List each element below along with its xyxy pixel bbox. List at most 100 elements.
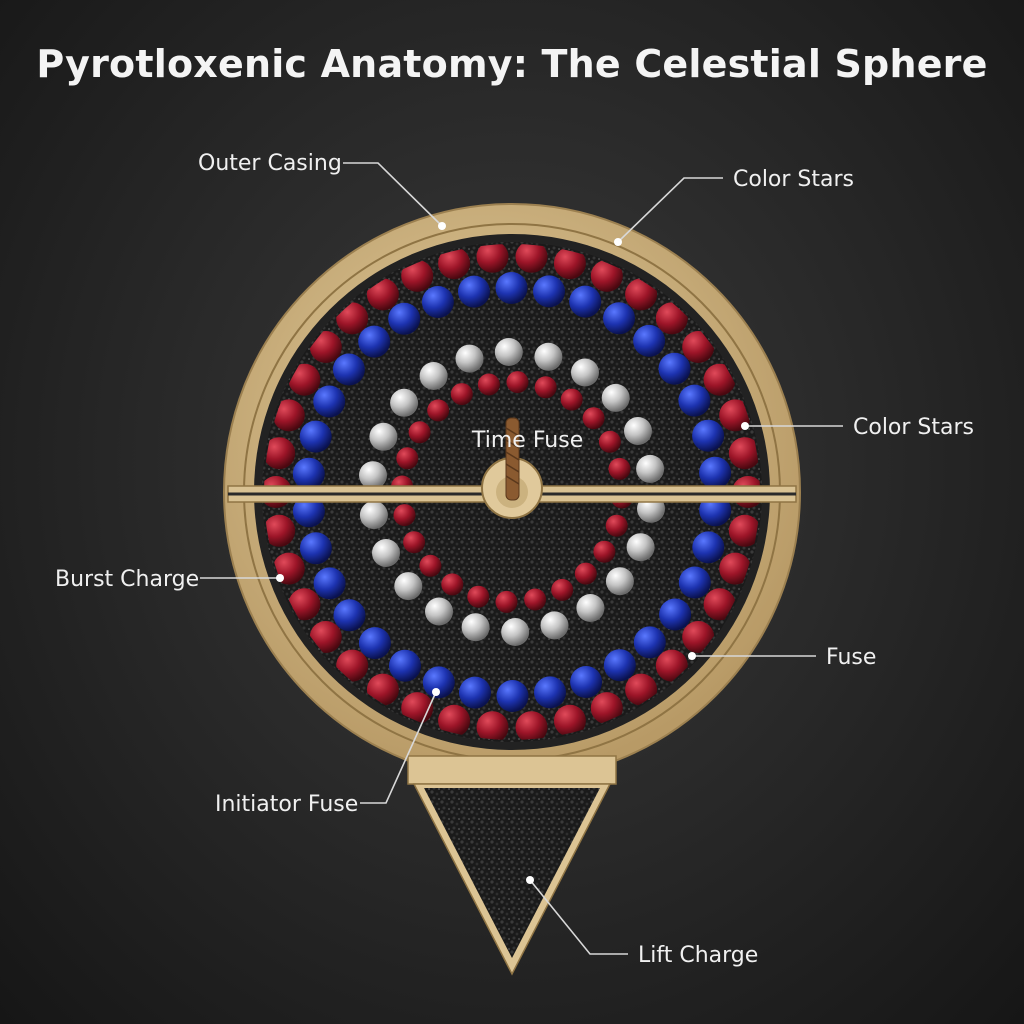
red-color-star bbox=[703, 588, 736, 621]
blue-color-star bbox=[569, 285, 602, 318]
red-color-star bbox=[703, 363, 736, 396]
blue-color-star bbox=[496, 680, 529, 712]
red-color-star bbox=[309, 621, 342, 653]
red-color-star bbox=[625, 673, 658, 706]
red-color-star bbox=[728, 437, 760, 470]
inner-red-star bbox=[477, 373, 500, 396]
inner-red-star bbox=[534, 376, 557, 399]
label-outer-casing: Outer Casing bbox=[198, 151, 342, 176]
silver-star bbox=[601, 383, 630, 412]
leader-lines bbox=[200, 162, 843, 955]
lift-charge-powder bbox=[424, 788, 600, 958]
red-color-star bbox=[288, 363, 321, 396]
inner-red-star bbox=[408, 421, 431, 444]
blue-color-star bbox=[459, 676, 491, 709]
red-color-star bbox=[682, 331, 715, 363]
blue-color-star bbox=[299, 532, 332, 565]
blue-color-star bbox=[570, 666, 603, 698]
blue-color-star bbox=[313, 567, 346, 600]
red-color-star bbox=[515, 711, 548, 740]
red-color-star bbox=[553, 704, 586, 737]
red-color-star bbox=[272, 399, 305, 432]
blue-color-star bbox=[458, 275, 490, 308]
inner-red-star bbox=[467, 585, 490, 608]
blue-color-star bbox=[658, 352, 691, 385]
red-color-star bbox=[515, 244, 548, 273]
silver-star bbox=[576, 594, 605, 622]
blue-color-star bbox=[692, 531, 725, 564]
red-color-star bbox=[719, 552, 752, 585]
label-burst-charge: Burst Charge bbox=[55, 567, 199, 592]
silver-star bbox=[626, 533, 655, 562]
silver-star bbox=[534, 342, 563, 371]
time-fuse-cord bbox=[505, 417, 520, 501]
label-lift-charge: Lift Charge bbox=[638, 943, 758, 968]
blue-color-star bbox=[603, 302, 635, 335]
inner-red-star bbox=[403, 531, 426, 554]
red-color-star bbox=[590, 692, 623, 725]
label-color-stars-right: Color Stars bbox=[853, 415, 974, 440]
inner-red-star bbox=[560, 388, 583, 411]
blue-color-star bbox=[299, 420, 332, 453]
red-color-star bbox=[553, 247, 586, 280]
lift-charge-collar bbox=[407, 755, 617, 785]
silver-star bbox=[636, 454, 665, 483]
blue-color-star bbox=[659, 598, 692, 631]
silver-star bbox=[494, 338, 523, 366]
inner-red-star bbox=[427, 399, 450, 422]
label-time-fuse: Time Fuse bbox=[471, 428, 583, 453]
silver-star bbox=[425, 597, 453, 626]
diagram-title: Pyrotloxenic Anatomy: The Celestial Sphe… bbox=[36, 42, 988, 86]
red-color-star bbox=[366, 278, 399, 311]
red-color-star bbox=[625, 278, 658, 311]
blue-color-star bbox=[692, 419, 725, 452]
red-color-star bbox=[264, 437, 296, 470]
red-color-star bbox=[476, 711, 509, 740]
silver-star bbox=[540, 611, 569, 640]
inner-red-star bbox=[506, 371, 529, 394]
silver-star bbox=[390, 388, 419, 417]
blue-color-star bbox=[358, 627, 391, 660]
label-color-stars-top: Color Stars bbox=[733, 167, 854, 192]
silver-star bbox=[359, 501, 388, 530]
inner-red-star bbox=[608, 457, 631, 480]
inner-red-star bbox=[551, 578, 574, 601]
silver-star bbox=[624, 417, 652, 445]
blue-color-star bbox=[292, 457, 325, 490]
label-initiator-fuse: Initiator Fuse bbox=[215, 792, 358, 817]
blue-color-star bbox=[292, 495, 325, 528]
silver-star bbox=[369, 422, 398, 451]
blue-color-star bbox=[332, 353, 365, 386]
silver-star bbox=[455, 344, 484, 373]
blue-color-star bbox=[699, 456, 732, 489]
red-color-star bbox=[728, 514, 760, 547]
blue-color-star bbox=[534, 676, 566, 709]
red-color-star bbox=[336, 649, 369, 682]
blue-color-star bbox=[422, 666, 455, 699]
silver-star bbox=[394, 572, 423, 601]
blue-color-star bbox=[633, 626, 666, 659]
inner-red-star bbox=[396, 447, 419, 470]
blue-color-star bbox=[678, 566, 711, 599]
inner-red-star bbox=[450, 383, 473, 406]
red-color-star bbox=[476, 244, 509, 273]
red-color-star bbox=[264, 514, 296, 547]
silver-star bbox=[605, 567, 634, 596]
red-color-star bbox=[336, 302, 369, 335]
blue-color-star bbox=[633, 324, 666, 357]
blue-color-star bbox=[421, 286, 454, 318]
inner-red-star bbox=[593, 540, 616, 563]
inner-red-star bbox=[598, 430, 621, 453]
red-color-star bbox=[309, 331, 342, 363]
silver-star bbox=[372, 539, 400, 567]
inner-red-star bbox=[441, 573, 464, 596]
red-color-star bbox=[288, 588, 321, 621]
silver-star bbox=[571, 358, 599, 387]
blue-color-star bbox=[603, 649, 636, 682]
inner-red-star bbox=[393, 504, 416, 527]
blue-color-star bbox=[495, 272, 528, 304]
red-color-star bbox=[682, 621, 715, 653]
inner-red-star bbox=[574, 562, 597, 585]
inner-red-star bbox=[495, 590, 518, 613]
